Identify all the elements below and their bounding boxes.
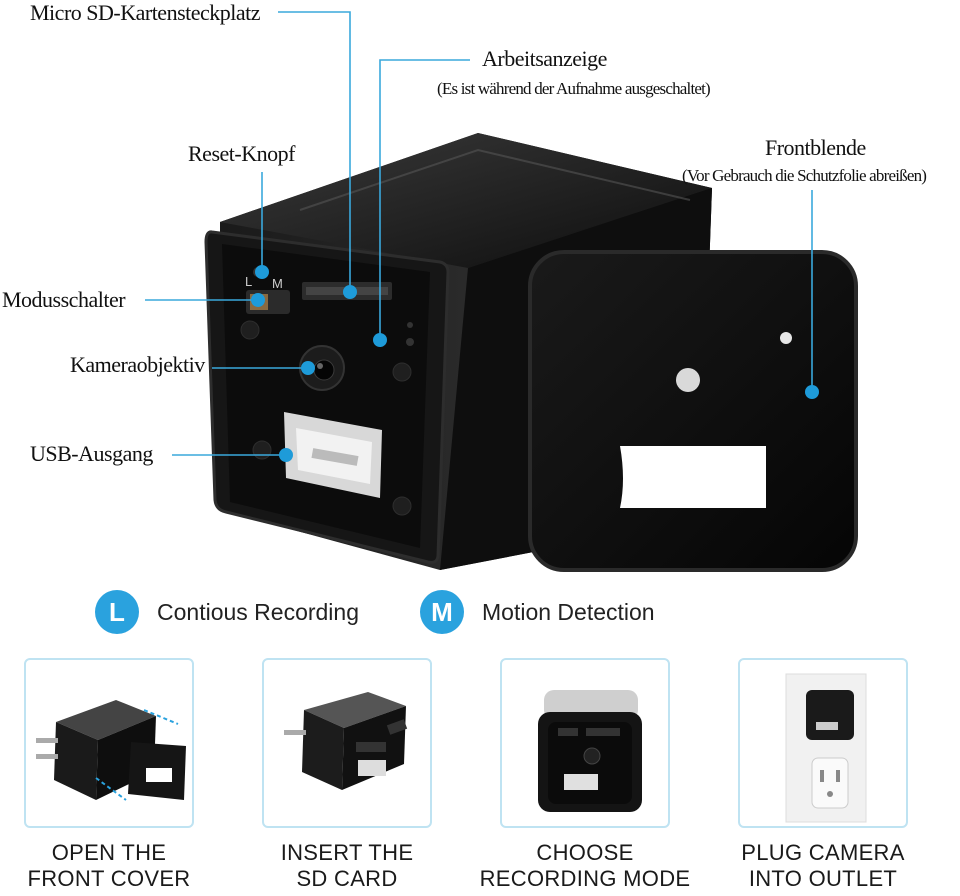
- switch-mark-l: L: [245, 274, 252, 289]
- product-illustration: L M: [145, 11, 858, 572]
- label-reset: Reset-Knopf: [188, 141, 295, 166]
- step-2-line1: INSERT THE: [280, 840, 414, 865]
- label-front-cover-note: (Vor Gebrauch die Schutzfolie abreißen): [682, 166, 927, 185]
- label-indicator: Arbeitsanzeige: [482, 46, 607, 71]
- label-sd-slot: Micro SD-Kartensteckplatz: [30, 0, 261, 25]
- label-mode-switch: Modusschalter: [2, 287, 126, 312]
- label-front-cover: Frontblende: [765, 135, 866, 160]
- step-3-line2: RECORDING MODE: [479, 866, 691, 891]
- step-3-caption: CHOOSE RECORDING MODE: [475, 840, 695, 892]
- front-cover-icon: [528, 250, 858, 572]
- label-indicator-note: (Es ist während der Aufnahme ausgeschalt…: [437, 79, 711, 98]
- leader-dots: [251, 265, 819, 462]
- step-2-caption: INSERT THE SD CARD: [237, 840, 457, 892]
- step-1-image: [24, 658, 194, 828]
- step-1-caption: OPEN THE FRONT COVER: [0, 840, 219, 892]
- step-4-line2: INTO OUTLET: [748, 866, 898, 891]
- label-lens: Kameraobjektiv: [70, 352, 205, 377]
- mode-motion: M Motion Detection: [420, 590, 655, 634]
- mode-m-badge: M: [420, 590, 464, 634]
- leader-lines: [145, 11, 813, 456]
- usb-port-icon: [284, 412, 382, 498]
- step-3-line1: CHOOSE: [536, 840, 634, 865]
- step-1-line2: FRONT COVER: [27, 866, 191, 891]
- step-2-image: [262, 658, 432, 828]
- step-4-image: [738, 658, 908, 828]
- step-4-caption: PLUG CAMERA INTO OUTLET: [713, 840, 933, 892]
- step-4-line1: PLUG CAMERA: [741, 840, 905, 865]
- switch-mark-m: M: [272, 276, 283, 291]
- mode-continuous-label: Contious Recording: [157, 598, 360, 625]
- mode-continuous: L Contious Recording: [95, 590, 359, 634]
- camera-lens-icon: [299, 345, 345, 391]
- mode-l-badge: L: [95, 590, 139, 634]
- label-usb: USB-Ausgang: [30, 441, 153, 466]
- step-1-line1: OPEN THE: [51, 840, 167, 865]
- step-3-image: [500, 658, 670, 828]
- mode-motion-label: Motion Detection: [482, 598, 655, 625]
- step-2-line2: SD CARD: [296, 866, 398, 891]
